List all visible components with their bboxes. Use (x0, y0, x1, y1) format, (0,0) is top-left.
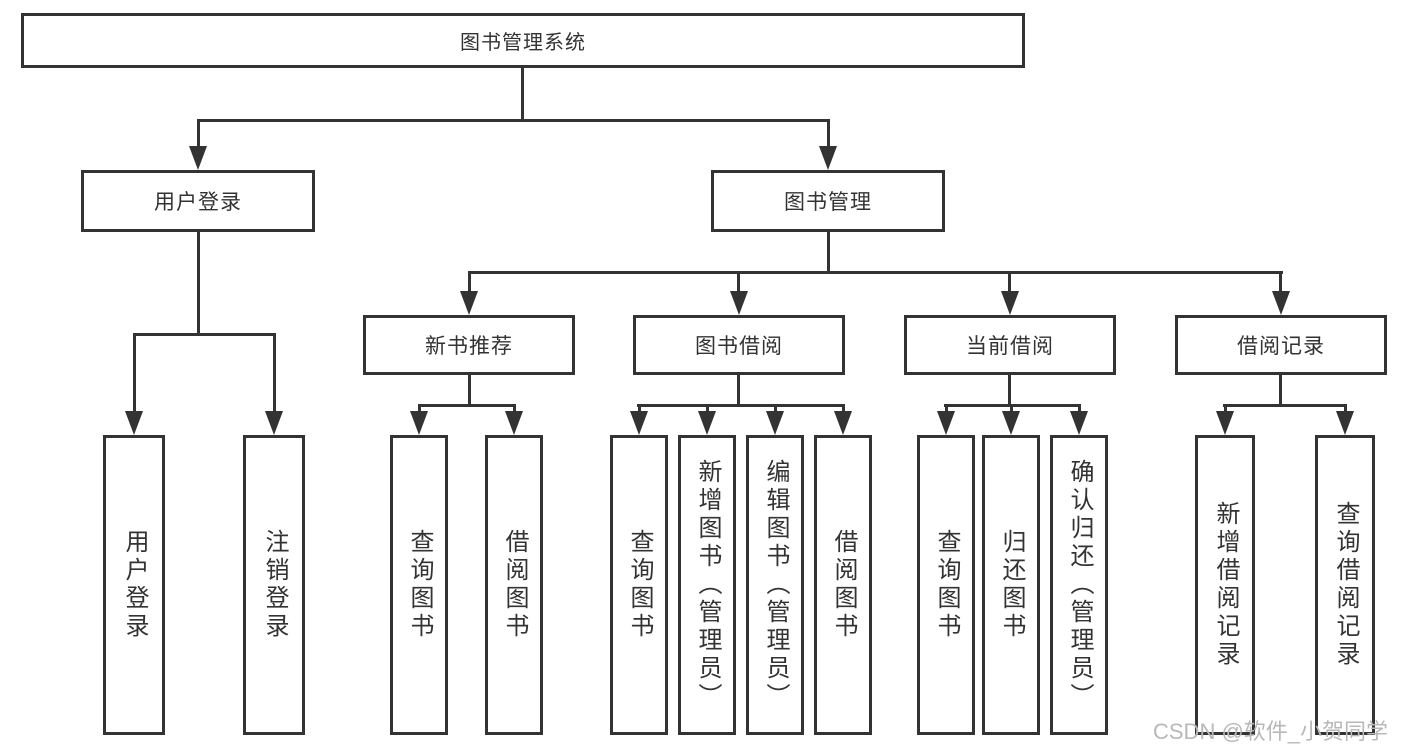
connector-book-borrow-hbar (637, 404, 845, 407)
leaf-bb-add-books-admin: 新增图书（管理员） (678, 435, 736, 735)
connector-book-borrow-stem (737, 375, 740, 407)
leaf-cb-return-books: 归还图书 (982, 435, 1040, 735)
leaf-bb-edit-books-admin: 编辑图书（管理员） (746, 435, 804, 735)
node-book-management: 图书管理 (711, 170, 945, 232)
csdn-watermark: CSDN @软件_小贺同学 (1153, 719, 1389, 744)
connector-drop-cb-query (945, 404, 948, 414)
arrowhead-nb-query (410, 411, 428, 435)
arrowhead-bb-edit (766, 411, 784, 435)
arrowhead-br-add (1216, 411, 1234, 435)
connector-level2-hbar (468, 271, 1283, 274)
node-current-borrow: 当前借阅 (904, 315, 1116, 375)
connector-current-borrow-stem (1008, 375, 1011, 407)
leaf-br-add-record: 新增借阅记录 (1195, 435, 1255, 735)
leaf-bb-query-books: 查询图书 (610, 435, 668, 735)
connector-drop-nb-query (418, 404, 421, 414)
connector-user-login-hbar (133, 333, 276, 336)
leaf-bb-borrow-books: 借阅图书 (814, 435, 872, 735)
arrowhead-bb-query (630, 411, 648, 435)
connector-drop-cb-confirm (1078, 404, 1081, 414)
node-new-book-recommend: 新书推荐 (363, 315, 575, 375)
connector-root-stem (521, 68, 524, 122)
node-book-borrow: 图书借阅 (633, 315, 845, 375)
connector-drop-br-add (1224, 404, 1227, 414)
connector-drop-nb-borrow (513, 404, 516, 414)
node-borrow-records: 借阅记录 (1175, 315, 1387, 375)
arrowhead-book-borrow (730, 291, 748, 315)
leaf-cb-confirm-return-admin: 确认归还（管理员） (1050, 435, 1108, 735)
node-user-login: 用户登录 (81, 170, 315, 232)
arrowhead-new-books (460, 291, 478, 315)
leaf-nb-borrow-books: 借阅图书 (485, 435, 543, 735)
connector-borrow-records-hbar (1223, 404, 1347, 407)
leaf-logout: 注销登录 (243, 435, 305, 735)
connector-drop-cb-return (1010, 404, 1013, 414)
arrowhead-bb-add (698, 411, 716, 435)
leaf-user-login: 用户登录 (103, 435, 165, 735)
connector-drop-logout (273, 333, 276, 413)
connector-new-books-hbar (418, 404, 516, 407)
connector-drop-new-books (468, 271, 471, 293)
connector-new-books-stem (468, 375, 471, 407)
connector-drop-bb-borrow (842, 404, 845, 414)
arrowhead-logout (265, 411, 283, 435)
arrowhead-cb-confirm (1070, 411, 1088, 435)
connector-drop-login (133, 333, 136, 413)
arrowhead-current-borrow (1001, 291, 1019, 315)
arrowhead-br-query (1336, 411, 1354, 435)
connector-drop-borrow-records (1279, 271, 1282, 293)
connector-borrow-records-stem (1279, 375, 1282, 407)
leaf-br-query-record: 查询借阅记录 (1315, 435, 1375, 735)
leaf-nb-query-books: 查询图书 (390, 435, 448, 735)
leaf-cb-query-books: 查询图书 (917, 435, 975, 735)
arrowhead-user-login (189, 146, 207, 170)
connector-user-login-stem (197, 232, 200, 336)
connector-level1-hbar (197, 119, 830, 122)
arrowhead-book-mgmt (819, 146, 837, 170)
node-root-book-management-system: 图书管理系统 (21, 13, 1025, 68)
connector-book-mgmt-stem (827, 232, 830, 274)
arrowhead-borrow-records (1272, 291, 1290, 315)
arrowhead-cb-query (937, 411, 955, 435)
arrowhead-nb-borrow (505, 411, 523, 435)
arrowhead-cb-return (1002, 411, 1020, 435)
arrowhead-login (125, 411, 143, 435)
connector-drop-bb-add (706, 404, 709, 414)
connector-drop-user-login (197, 119, 200, 149)
connector-drop-book-borrow (737, 271, 740, 293)
arrowhead-bb-borrow (834, 411, 852, 435)
connector-drop-bb-edit (774, 404, 777, 414)
connector-drop-br-query (1344, 404, 1347, 414)
connector-drop-bb-query (638, 404, 641, 414)
connector-drop-current-borrow (1008, 271, 1011, 293)
connector-drop-book-mgmt (827, 119, 830, 149)
